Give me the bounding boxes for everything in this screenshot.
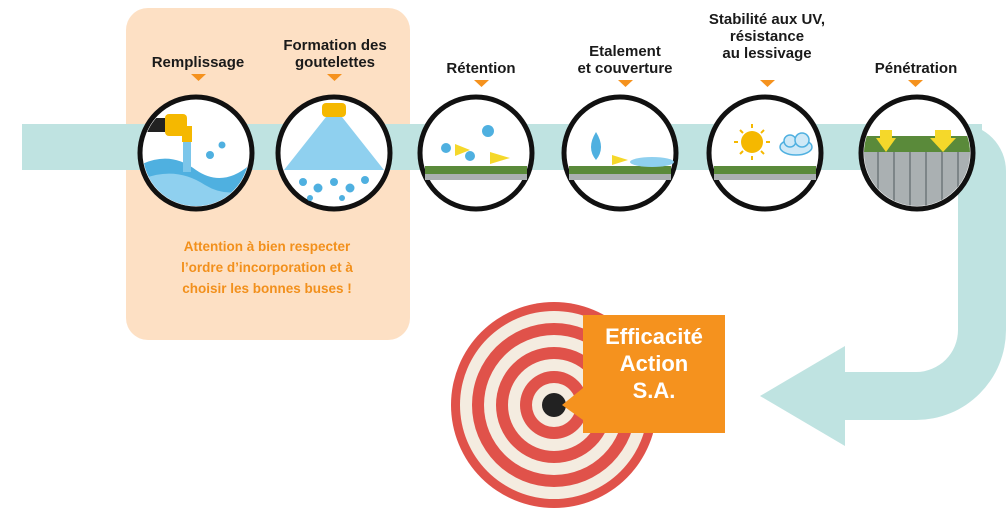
- step-label-remplissage: Remplissage: [152, 54, 245, 71]
- note-line: l’ordre d’incorporation et à: [181, 260, 353, 275]
- step-icon-formation: [275, 94, 393, 212]
- faucet-icon: [143, 114, 192, 142]
- step-label-stabilite: Stabilité aux UV, résistance au lessivag…: [709, 11, 825, 62]
- badge-line: S.A.: [632, 378, 676, 403]
- note-line: Attention à bien respecter: [183, 239, 351, 254]
- label-pointers: [191, 74, 923, 87]
- highlight-panel: [126, 8, 410, 340]
- step-label-line: Etalement: [589, 43, 661, 60]
- step-icon-retention: [417, 94, 535, 212]
- step-label-line: Stabilité aux UV,: [708, 11, 826, 28]
- note-line: choisir les bonnes buses !: [182, 281, 352, 296]
- flow-curve: [840, 124, 1006, 420]
- badge-line: Efficacité: [605, 324, 703, 349]
- step-label-formation: Formation des goutelettes: [283, 37, 386, 71]
- step-label-line: Rétention: [446, 60, 516, 77]
- step-label-line: au lessivage: [722, 45, 812, 62]
- droplet-icon: [299, 176, 369, 201]
- arrow-icon: [760, 346, 845, 446]
- step-label-line: goutelettes: [294, 54, 376, 71]
- step-label-line: Pénétration: [874, 60, 958, 77]
- warning-note: Attention à bien respecter l’ordre d’inc…: [138, 236, 396, 299]
- target-badge: [562, 315, 725, 433]
- badge-line: Action: [619, 351, 689, 376]
- target-badge-text: Efficacité Action S.A.: [583, 323, 725, 404]
- step-label-etalement: Etalement et couverture: [577, 43, 672, 77]
- step-label-line: Remplissage: [151, 54, 245, 71]
- step-icon-remplissage: [137, 94, 255, 212]
- step-icon-stabilite: [706, 94, 824, 212]
- sun-icon: [734, 124, 770, 160]
- step-label-line: et couverture: [577, 60, 673, 77]
- step-label-retention: Rétention: [446, 60, 515, 77]
- step-label-penetration: Pénétration: [875, 60, 958, 77]
- cloud-icon: [779, 132, 813, 156]
- step-icon-etalement: [561, 94, 679, 212]
- step-label-line: Formation des: [283, 37, 387, 54]
- step-label-line: résistance: [729, 28, 805, 45]
- step-icon-penetration: [858, 94, 976, 212]
- nozzle-icon: [284, 103, 384, 170]
